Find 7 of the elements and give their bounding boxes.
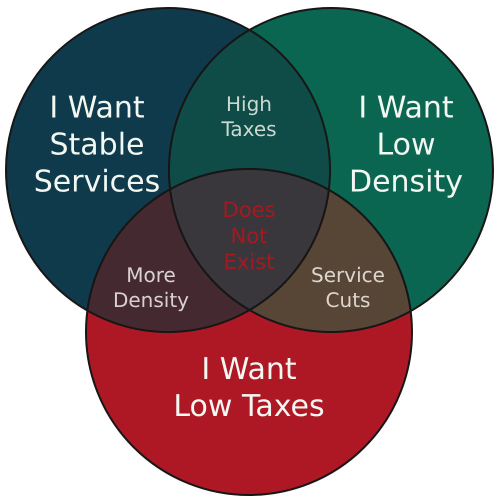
circle-label: I Want Low Taxes bbox=[172, 351, 326, 425]
overlap-label: More Density bbox=[112, 263, 190, 313]
overlap-label: High Taxes bbox=[220, 92, 278, 142]
overlap-label: Service Cuts bbox=[310, 263, 386, 313]
overlap-label: Does Not Exist bbox=[222, 197, 276, 275]
circle-label: I Want Stable Services bbox=[32, 90, 162, 200]
circle-label: I Want Low Density bbox=[348, 90, 464, 200]
